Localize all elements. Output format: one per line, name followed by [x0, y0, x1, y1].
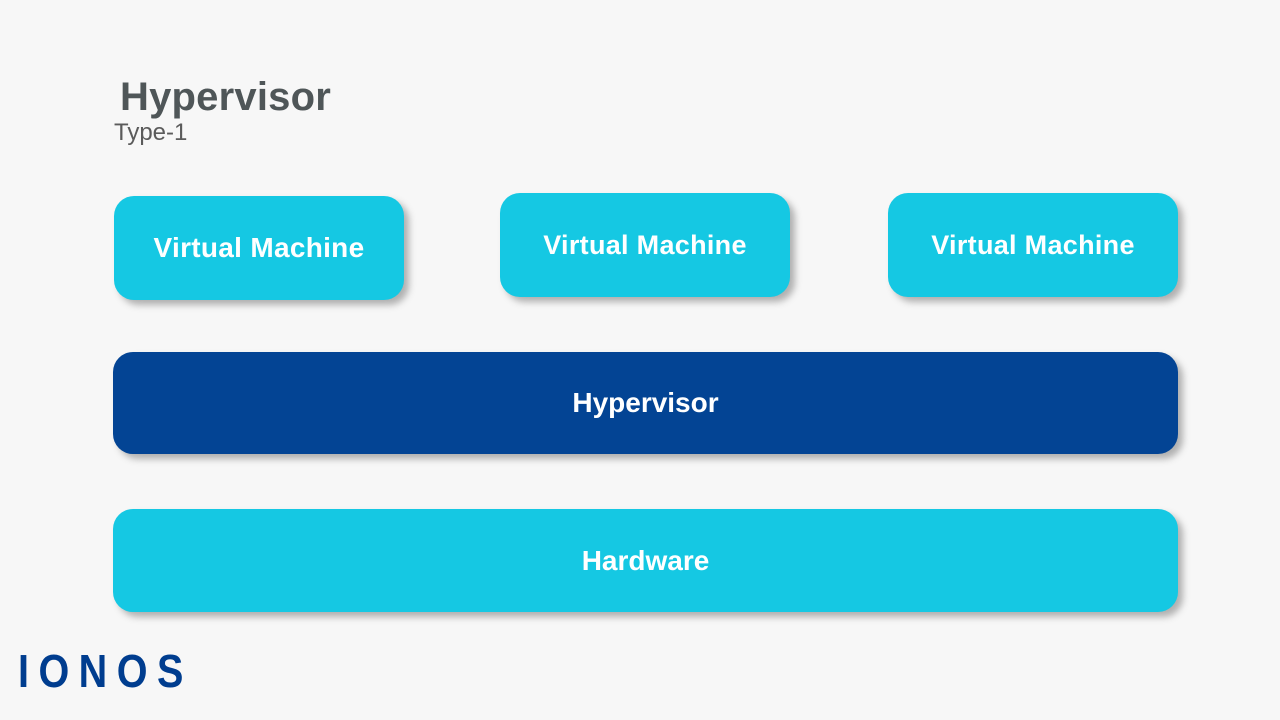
- page-title: Hypervisor: [120, 75, 331, 119]
- page-subtitle: Type-1: [114, 119, 188, 146]
- hypervisor-layer-label: Hypervisor: [572, 387, 719, 418]
- virtual-machine-label: Virtual Machine: [153, 232, 365, 263]
- hardware-layer-bar: Hardware: [113, 509, 1178, 612]
- virtual-machine-label: Virtual Machine: [543, 229, 747, 260]
- heading-block: Hypervisor Type-1: [114, 76, 814, 146]
- virtual-machine-label: Virtual Machine: [931, 229, 1135, 260]
- hypervisor-layer-bar: Hypervisor: [113, 352, 1178, 454]
- virtual-machine-box-3: Virtual Machine: [888, 193, 1178, 297]
- ionos-logo: IONOS: [18, 648, 221, 694]
- virtual-machine-box-1: Virtual Machine: [114, 196, 404, 300]
- ionos-logo-text: IONOS: [18, 645, 193, 697]
- hardware-layer-label: Hardware: [581, 544, 710, 576]
- virtual-machine-box-2: Virtual Machine: [500, 193, 790, 297]
